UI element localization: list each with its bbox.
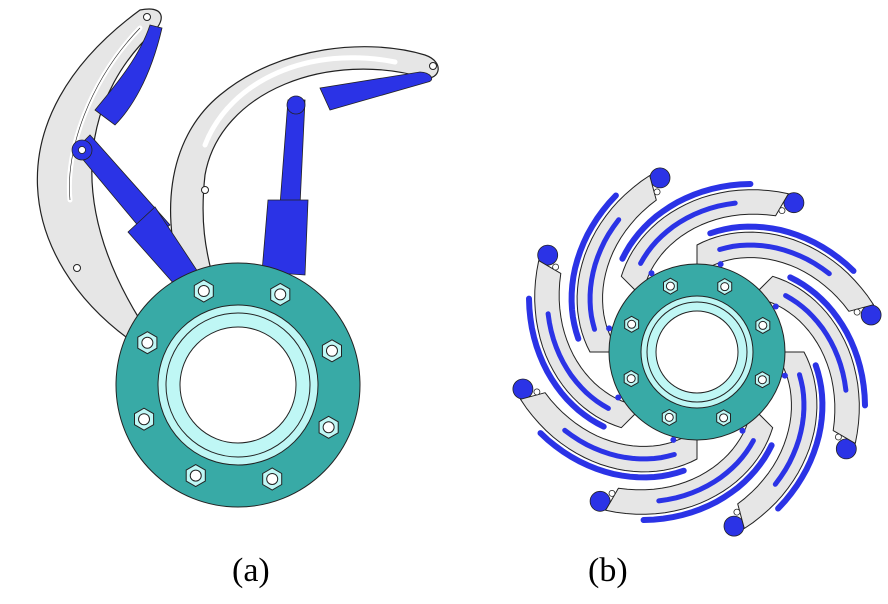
bolt-hole (719, 413, 729, 423)
bolt-hole (322, 421, 335, 434)
label-b: (b) (588, 552, 628, 589)
bolt-hole (141, 336, 154, 349)
pivot-hole (73, 264, 81, 272)
blade-actuator-tab (723, 515, 745, 537)
blade-slot (562, 427, 677, 462)
bolt-hole (664, 412, 674, 422)
blade-slot (717, 242, 832, 277)
blade-pivot-hole (653, 188, 661, 196)
inner-ring-groove (165, 312, 311, 458)
right-cylinder (261, 199, 309, 276)
blade-slot (545, 311, 611, 411)
bolt-hole (665, 281, 675, 291)
blade-pivot-hole (533, 388, 541, 396)
left-link-rod (74, 134, 171, 241)
pivot-hole (429, 62, 437, 70)
label-a: (a) (232, 552, 270, 589)
bolt-hole (197, 285, 210, 298)
blade-actuator-strip (526, 295, 607, 430)
blade-root-pin (739, 427, 746, 434)
right-link-rod (279, 99, 306, 206)
left-arm-slot-outline (69, 27, 141, 201)
blade-root-pin (717, 261, 724, 268)
bolt-hole (627, 319, 637, 329)
blade-root-pin (615, 394, 622, 401)
blade-pivot-hole (835, 433, 842, 441)
blade-actuator-tab (537, 244, 559, 266)
blade-actuator-tab (649, 167, 671, 189)
blade-pivot-hole (778, 207, 786, 215)
blade-pivot-hole (608, 489, 616, 497)
pivot-hole (143, 13, 151, 21)
blade (520, 392, 698, 473)
right-arm-slot (202, 55, 398, 148)
panel-a-open-mechanism (36, 8, 439, 508)
bolt-hole (325, 344, 338, 357)
blade-slot (783, 293, 849, 393)
blade-slot (772, 372, 807, 487)
center-hole (655, 310, 739, 394)
blade-actuator-strip (775, 362, 826, 512)
blade-actuator-tab (860, 304, 882, 326)
blade-actuator-tab (783, 192, 805, 214)
bolt-hole (720, 282, 730, 292)
blade-root-pin (648, 270, 655, 277)
blade-actuator-strip (619, 181, 754, 262)
blade-root-pin (781, 372, 788, 379)
blade (696, 231, 874, 312)
inner-ring-groove (646, 301, 748, 403)
blade-slot (638, 200, 738, 266)
blade-pivot-hole (733, 508, 741, 516)
blade-actuator-strip (640, 442, 775, 523)
right-pin-joint (286, 95, 306, 115)
blade-actuator-tab (835, 438, 857, 460)
blade-slot (656, 438, 756, 504)
right-actuator-fin (319, 71, 433, 111)
blade-actuator-tab (589, 490, 611, 512)
blade-root-pin (606, 325, 613, 332)
blade-pivot-hole (552, 263, 559, 271)
blade (737, 351, 818, 529)
bolt-hole (758, 320, 768, 330)
blade-actuator-strip (568, 192, 619, 342)
blade-pivot-hole (853, 308, 861, 316)
blade (576, 175, 657, 353)
blade-actuator-tab (512, 378, 534, 400)
blade-actuator-strip (537, 430, 687, 481)
blade-actuator-strip (787, 274, 868, 409)
blade-slot (587, 217, 622, 332)
left-pin-hole (78, 146, 86, 154)
bolt-hole (189, 469, 202, 482)
bolt-hole (266, 472, 279, 485)
left-actuator-fin (94, 24, 163, 126)
bolt-hole (138, 413, 151, 426)
bolt-hole (274, 288, 287, 301)
blade-root-pin (772, 303, 779, 310)
bolt-hole (626, 374, 636, 384)
pivot-hole (201, 186, 209, 194)
blade-root-pin (670, 436, 677, 443)
blade-actuator-strip (707, 223, 857, 274)
center-hole (179, 326, 297, 444)
panel-b-closed-mechanism (512, 167, 882, 537)
bolt-hole (757, 375, 767, 385)
